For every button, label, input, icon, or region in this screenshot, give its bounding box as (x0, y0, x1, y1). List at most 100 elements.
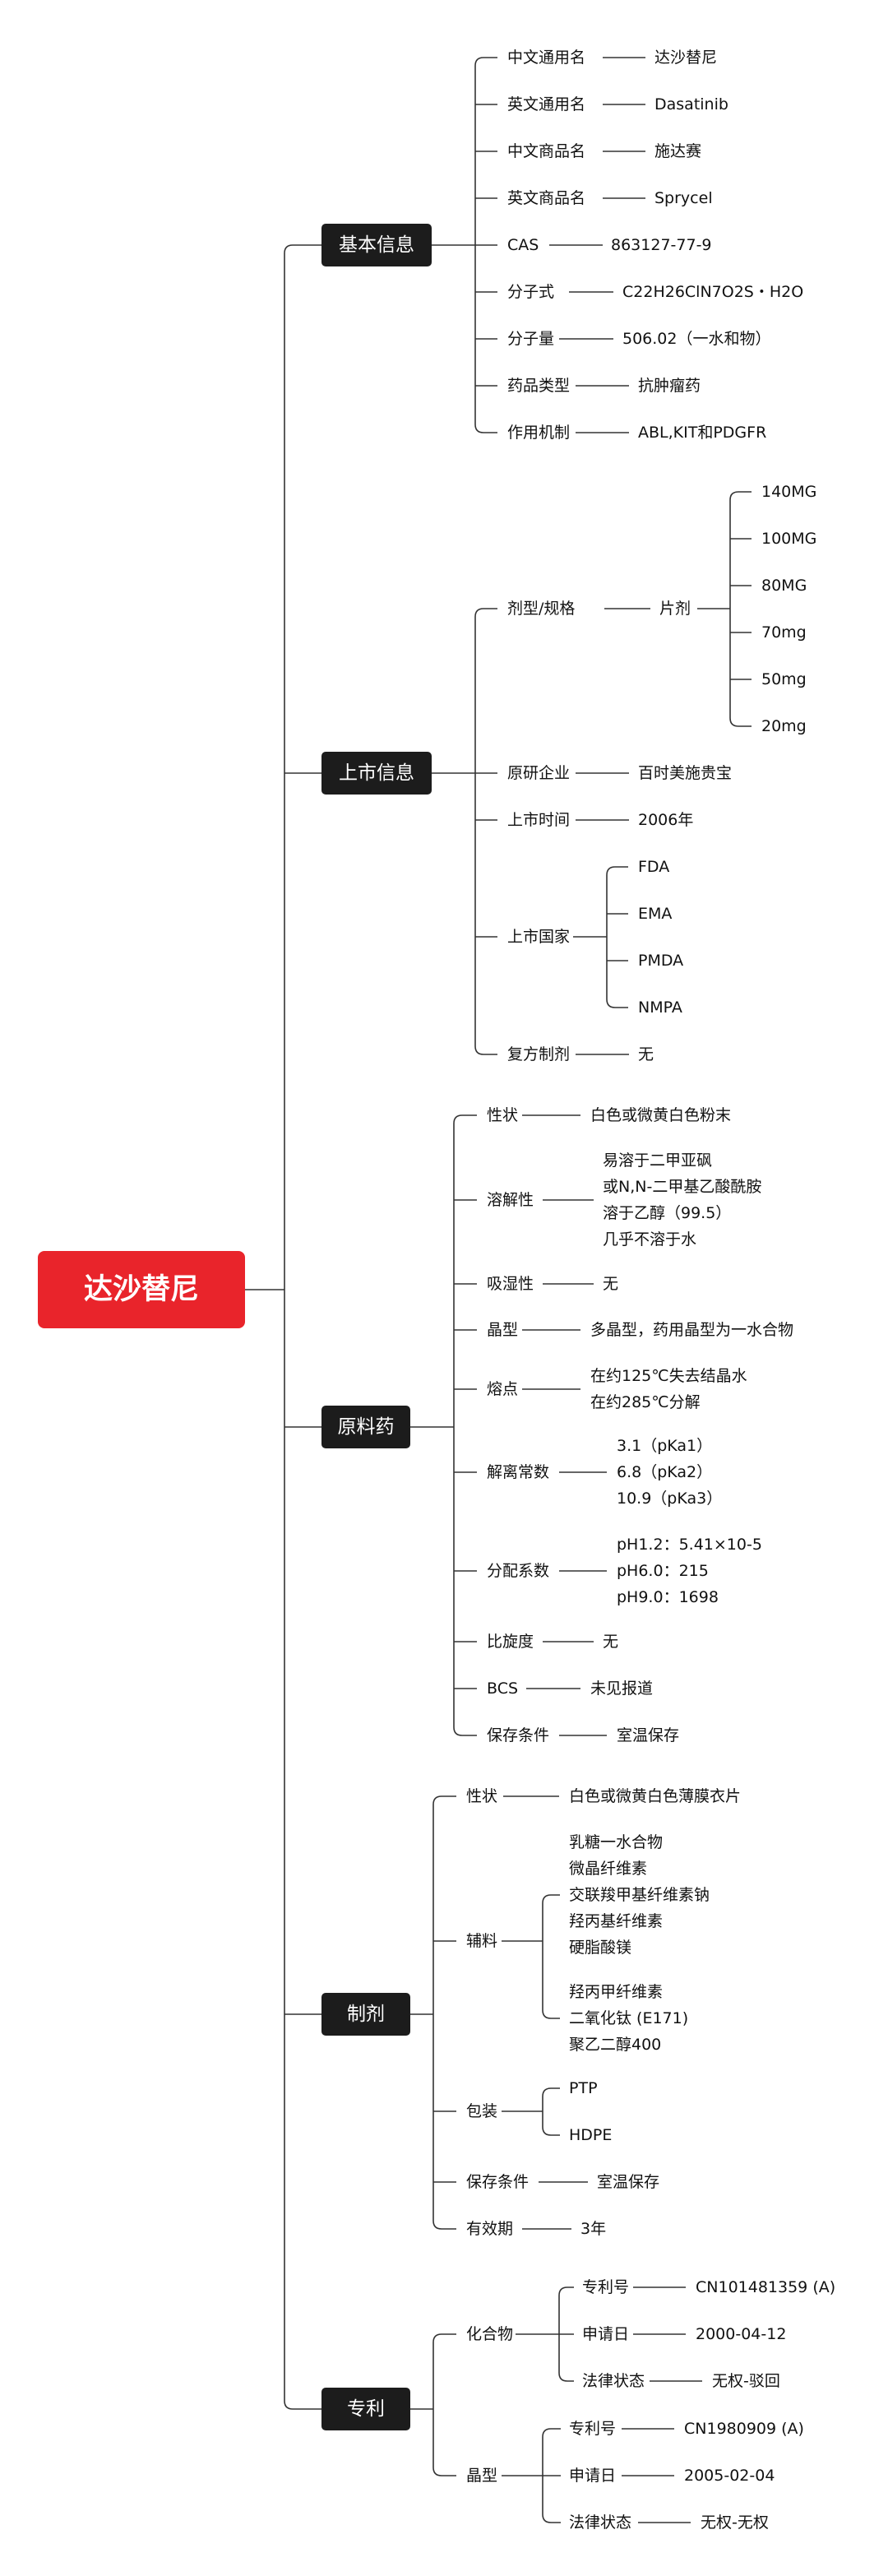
api-value-rotation: 无 (603, 1633, 619, 1651)
market-value-originator: 百时美施贵宝 (638, 764, 733, 782)
form-label-shelf-life: 有效期 (466, 2220, 514, 2238)
form-value-storage: 室温保存 (597, 2173, 660, 2191)
basic-label-cn-generic: 中文通用名 (507, 49, 586, 67)
basic-label-cn-brand: 中文商品名 (507, 142, 586, 160)
market-value-launch: 2006年 (638, 811, 694, 829)
basic-value-en-generic: Dasatinib (654, 95, 728, 114)
compound-value-date: 2000-04-12 (696, 2325, 787, 2343)
solubility-line: 几乎不溶于水 (603, 1230, 697, 1249)
market-label-combination: 复方制剂 (507, 1045, 571, 1063)
form-label-excipients: 辅料 (466, 1932, 498, 1950)
basic-label-type: 药品类型 (507, 377, 571, 395)
excipient-item: 微晶纤维素 (569, 1860, 648, 1878)
excipient-item: 羟丙基纤维素 (569, 1912, 664, 1930)
solubility-line: 易溶于二甲亚砜 (603, 1151, 713, 1170)
crystal-value-status: 无权-无权 (701, 2513, 769, 2532)
market-label-dosage: 剂型/规格 (507, 600, 576, 618)
api-value-bcs: 未见报道 (590, 1679, 654, 1698)
connector-path (245, 57, 752, 2523)
form-label-packaging: 包装 (466, 2102, 498, 2120)
api-value-partition: pH1.2：5.41×10-5 pH6.0：215 pH9.0：1698 (617, 1531, 762, 1610)
packaging-hdpe: HDPE (569, 2126, 613, 2144)
country-nmpa: NMPA (638, 998, 682, 1017)
country-fda: FDA (638, 858, 670, 876)
crystal-label-date: 申请日 (569, 2467, 617, 2485)
form-label-storage: 保存条件 (466, 2173, 530, 2191)
api-label-hygroscopicity: 吸湿性 (487, 1275, 534, 1293)
category-api: 原料药 (321, 1406, 410, 1448)
market-label-launch: 上市时间 (507, 811, 571, 829)
basic-label-formula: 分子式 (507, 283, 555, 301)
solubility-line: 或N,N-二甲基乙酸酰胺 (603, 1178, 762, 1196)
compound-label-number: 专利号 (582, 2278, 630, 2296)
spec-4: 70mg (761, 623, 807, 642)
basic-value-cn-generic: 达沙替尼 (654, 49, 718, 67)
basic-label-en-brand: 英文商品名 (507, 189, 586, 207)
compound-value-number: CN101481359 (A) (696, 2278, 836, 2296)
excipient-item: 乳糖一水合物 (569, 1833, 664, 1851)
partition-line: pH6.0：215 (617, 1562, 709, 1580)
api-label-solubility: 溶解性 (487, 1191, 534, 1209)
basic-value-cn-brand: 施达赛 (654, 142, 702, 160)
country-ema: EMA (638, 905, 673, 923)
spec-5: 50mg (761, 670, 807, 688)
category-market-info: 上市信息 (321, 752, 432, 795)
form-value-appearance: 白色或微黄白色薄膜衣片 (569, 1787, 742, 1805)
excipient-item: 交联羧甲基纤维素钠 (569, 1886, 710, 1904)
melting-line: 在约285℃分解 (590, 1393, 701, 1411)
market-value-combination: 无 (638, 1045, 654, 1063)
crystal-value-number: CN1980909 (A) (684, 2420, 804, 2438)
category-formulation: 制剂 (321, 1993, 410, 2036)
basic-value-en-brand: Sprycel (654, 189, 713, 207)
crystal-label-number: 专利号 (569, 2420, 617, 2438)
api-label-melting: 熔点 (487, 1380, 519, 1398)
basic-value-type: 抗肿瘤药 (638, 377, 701, 395)
basic-value-mw: 506.02（一水和物） (622, 330, 771, 348)
crystal-label-status: 法律状态 (569, 2513, 632, 2532)
excipient-item: 聚乙二醇400 (569, 2036, 662, 2054)
spec-2: 100MG (761, 530, 817, 548)
basic-label-mw: 分子量 (507, 330, 555, 348)
form-label-appearance: 性状 (466, 1787, 498, 1805)
api-value-melting: 在约125℃失去结晶水 在约285℃分解 (590, 1363, 747, 1415)
crystal-value-date: 2005-02-04 (684, 2467, 775, 2485)
api-label-pka: 解离常数 (487, 1463, 550, 1481)
basic-value-mechanism: ABL,KIT和PDGFR (638, 424, 767, 442)
api-label-storage: 保存条件 (487, 1726, 550, 1744)
pka-line: 6.8（pKa2） (617, 1463, 713, 1481)
basic-label-cas: CAS (507, 236, 539, 254)
spec-3: 80MG (761, 577, 807, 595)
basic-value-cas: 863127-77-9 (611, 236, 712, 254)
solubility-line: 溶于乙醇（99.5） (603, 1204, 732, 1222)
compound-value-status: 无权-驳回 (712, 2372, 780, 2390)
market-label-countries: 上市国家 (507, 928, 571, 946)
root-node: 达沙替尼 (38, 1251, 245, 1328)
partition-line: pH9.0：1698 (617, 1588, 719, 1606)
pka-line: 10.9（pKa3） (617, 1490, 723, 1508)
market-value-form: 片剂 (659, 600, 691, 618)
api-value-storage: 室温保存 (617, 1726, 680, 1744)
api-value-hygroscopicity: 无 (603, 1275, 619, 1293)
spec-1: 140MG (761, 483, 817, 501)
excipients-group-2: 羟丙甲纤维素 二氧化钛 (E171) 聚乙二醇400 (569, 1979, 688, 2058)
category-basic-info: 基本信息 (321, 224, 432, 266)
basic-label-en-generic: 英文通用名 (507, 95, 586, 114)
basic-label-mechanism: 作用机制 (507, 424, 571, 442)
spec-6: 20mg (761, 717, 807, 735)
api-label-rotation: 比旋度 (487, 1633, 534, 1651)
melting-line: 在约125℃失去结晶水 (590, 1367, 747, 1385)
excipients-group-1: 乳糖一水合物 微晶纤维素 交联羧甲基纤维素钠 羟丙基纤维素 硬脂酸镁 (569, 1829, 710, 1961)
api-label-appearance: 性状 (487, 1106, 519, 1124)
api-value-pka: 3.1（pKa1） 6.8（pKa2） 10.9（pKa3） (617, 1433, 722, 1512)
compound-label-date: 申请日 (582, 2325, 630, 2343)
api-value-appearance: 白色或微黄白色粉末 (590, 1106, 732, 1124)
market-label-originator: 原研企业 (507, 764, 571, 782)
basic-value-formula: C22H26ClN7O2S・H2O (622, 283, 804, 301)
api-label-crystal: 晶型 (487, 1321, 519, 1339)
excipient-item: 羟丙甲纤维素 (569, 1983, 664, 2001)
excipient-item: 二氧化钛 (E171) (569, 2009, 689, 2027)
patent-label-compound: 化合物 (466, 2325, 514, 2343)
partition-line: pH1.2：5.41×10-5 (617, 1536, 762, 1554)
